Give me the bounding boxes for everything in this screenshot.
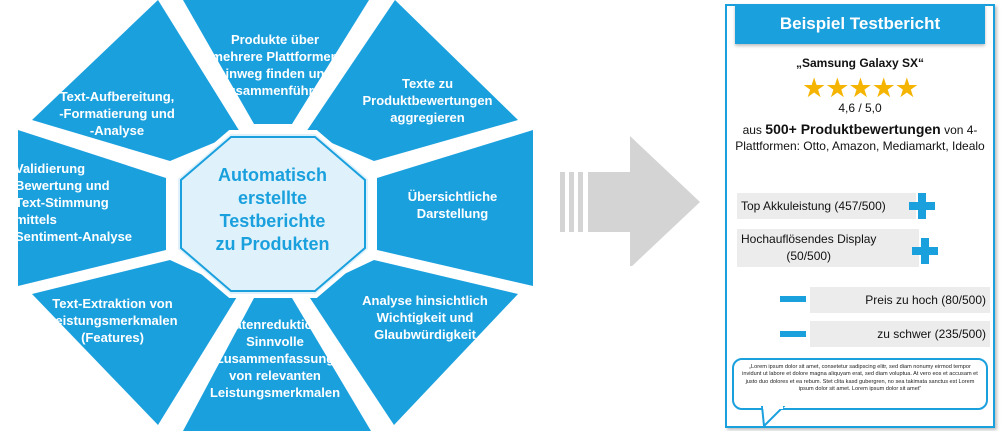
center-label: Automatisch erstellte Testberichte zu Pr… bbox=[215, 165, 330, 254]
segment-bottom-right-label: Analyse hinsichtlich Wichtigkeit und Gla… bbox=[362, 293, 488, 342]
process-octagon-diagram bbox=[18, 0, 533, 431]
speech-bubble-tail bbox=[760, 406, 786, 428]
quote-text: „Lorem ipsum dolor sit amet, consetetur … bbox=[742, 364, 978, 393]
minus-icon bbox=[780, 296, 806, 302]
segment-bottom-left-label: Text-Extraktion von Leistungsmerkmalen (… bbox=[47, 296, 178, 345]
center-octagon bbox=[174, 130, 372, 298]
segment-top-label: Produkte über mehrere Plattformen hinweg… bbox=[211, 32, 339, 98]
segment-right-label: Übersichtliche Darstellung bbox=[407, 189, 498, 221]
segment-bottom-left-shape bbox=[32, 260, 240, 425]
center-octagon-outline bbox=[180, 136, 366, 292]
plus-icon bbox=[909, 193, 935, 219]
segment-top-right-shape bbox=[306, 0, 518, 161]
segment-bottom-shape bbox=[183, 298, 371, 431]
pro-item: Hochauflösendes Display (50/500) bbox=[737, 229, 919, 267]
pro-label: Top Akkuleistung (457/500) bbox=[741, 199, 886, 213]
segment-top-left-label: Text-Aufbereitung, -Formatierung und -An… bbox=[59, 89, 175, 138]
segment-left-label: Validierung Bewertung und Text-Stimmung … bbox=[15, 161, 133, 244]
con-item: zu schwer (235/500) bbox=[810, 321, 990, 347]
con-label: Preis zu hoch (80/500) bbox=[865, 293, 986, 307]
con-label: zu schwer (235/500) bbox=[877, 327, 986, 341]
rating-value: 4,6 / 5,0 bbox=[838, 101, 882, 115]
rating-stars: ★★★★★ bbox=[801, 73, 919, 103]
segment-top-shape bbox=[183, 0, 369, 124]
segment-bottom-label: Datenreduktion: Sinnvolle Zusammenfassun… bbox=[209, 317, 341, 400]
review-count: 500+ Produktbewertungen bbox=[765, 121, 941, 137]
segment-top-left-shape bbox=[32, 0, 240, 161]
product-name: „Samsung Galaxy SX“ bbox=[795, 56, 925, 70]
con-item: Preis zu hoch (80/500) bbox=[810, 287, 990, 313]
pro-label: Hochauflösendes Display (50/500) bbox=[741, 232, 877, 263]
review-source: aus 500+ Produktbewertungen von 4-Plattf… bbox=[735, 121, 985, 154]
plus-icon bbox=[912, 238, 938, 264]
review-source-suffix: von 4-Plattformen: Otto, Amazon, Mediama… bbox=[735, 123, 985, 153]
segment-left-shape bbox=[18, 130, 166, 286]
segment-top-right-label: Texte zu Produktbewertungen aggregieren bbox=[362, 76, 493, 125]
minus-icon bbox=[780, 331, 806, 337]
review-source-prefix: aus bbox=[742, 123, 762, 137]
pro-item: Top Akkuleistung (457/500) bbox=[737, 193, 916, 219]
gray-arrow-icon bbox=[560, 136, 700, 266]
quote-bubble: „Lorem ipsum dolor sit amet, consetetur … bbox=[732, 358, 988, 410]
segment-right-shape bbox=[377, 130, 533, 286]
report-header: Beispiel Testbericht bbox=[735, 4, 985, 44]
segment-bottom-right-shape bbox=[306, 260, 518, 425]
